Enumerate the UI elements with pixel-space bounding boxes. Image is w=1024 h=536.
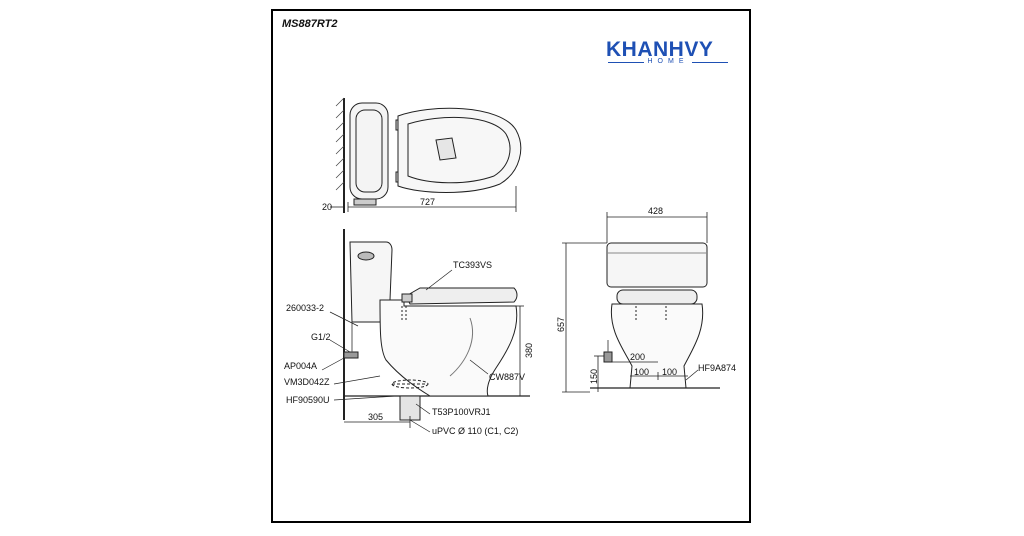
logo-rule-right xyxy=(692,62,728,63)
label-flange: HF90590U xyxy=(286,395,330,405)
brand-name: KHANHVY xyxy=(606,38,714,61)
dim-length: 727 xyxy=(420,197,435,207)
label-drain: T53P100VRJ1 xyxy=(432,407,491,417)
dim-height: 657 xyxy=(556,317,566,332)
label-bolts: HF9A874 xyxy=(698,363,736,373)
brand-logo: KHANHVY HOME xyxy=(606,38,736,72)
dim-rough-in: 305 xyxy=(368,412,383,422)
brand-subtitle: HOME xyxy=(647,58,689,65)
dim-foot-left: 100 xyxy=(634,367,649,377)
dim-width: 428 xyxy=(648,206,663,216)
label-bowl: CW887V xyxy=(489,372,525,382)
label-inlet: G1/2 xyxy=(311,332,331,342)
label-pipe: uPVC Ø 110 (C1, C2) xyxy=(432,426,518,436)
dim-seat-height: 380 xyxy=(524,343,534,358)
label-valve: 260033-2 xyxy=(286,303,324,313)
dim-supply-offset: 200 xyxy=(630,352,645,362)
model-code: MS887RT2 xyxy=(282,18,338,30)
side-view xyxy=(321,229,530,433)
logo-rule-left xyxy=(608,62,644,63)
label-angle-valve: AP004A xyxy=(284,361,317,371)
top-view xyxy=(330,97,522,213)
front-view xyxy=(562,212,720,393)
dim-foot-right: 100 xyxy=(662,367,677,377)
label-seat: TC393VS xyxy=(453,260,492,270)
label-hose: VM3D042Z xyxy=(284,377,330,387)
dim-supply-height: 150 xyxy=(589,369,599,384)
dim-wall-gap: 20 xyxy=(322,202,332,212)
